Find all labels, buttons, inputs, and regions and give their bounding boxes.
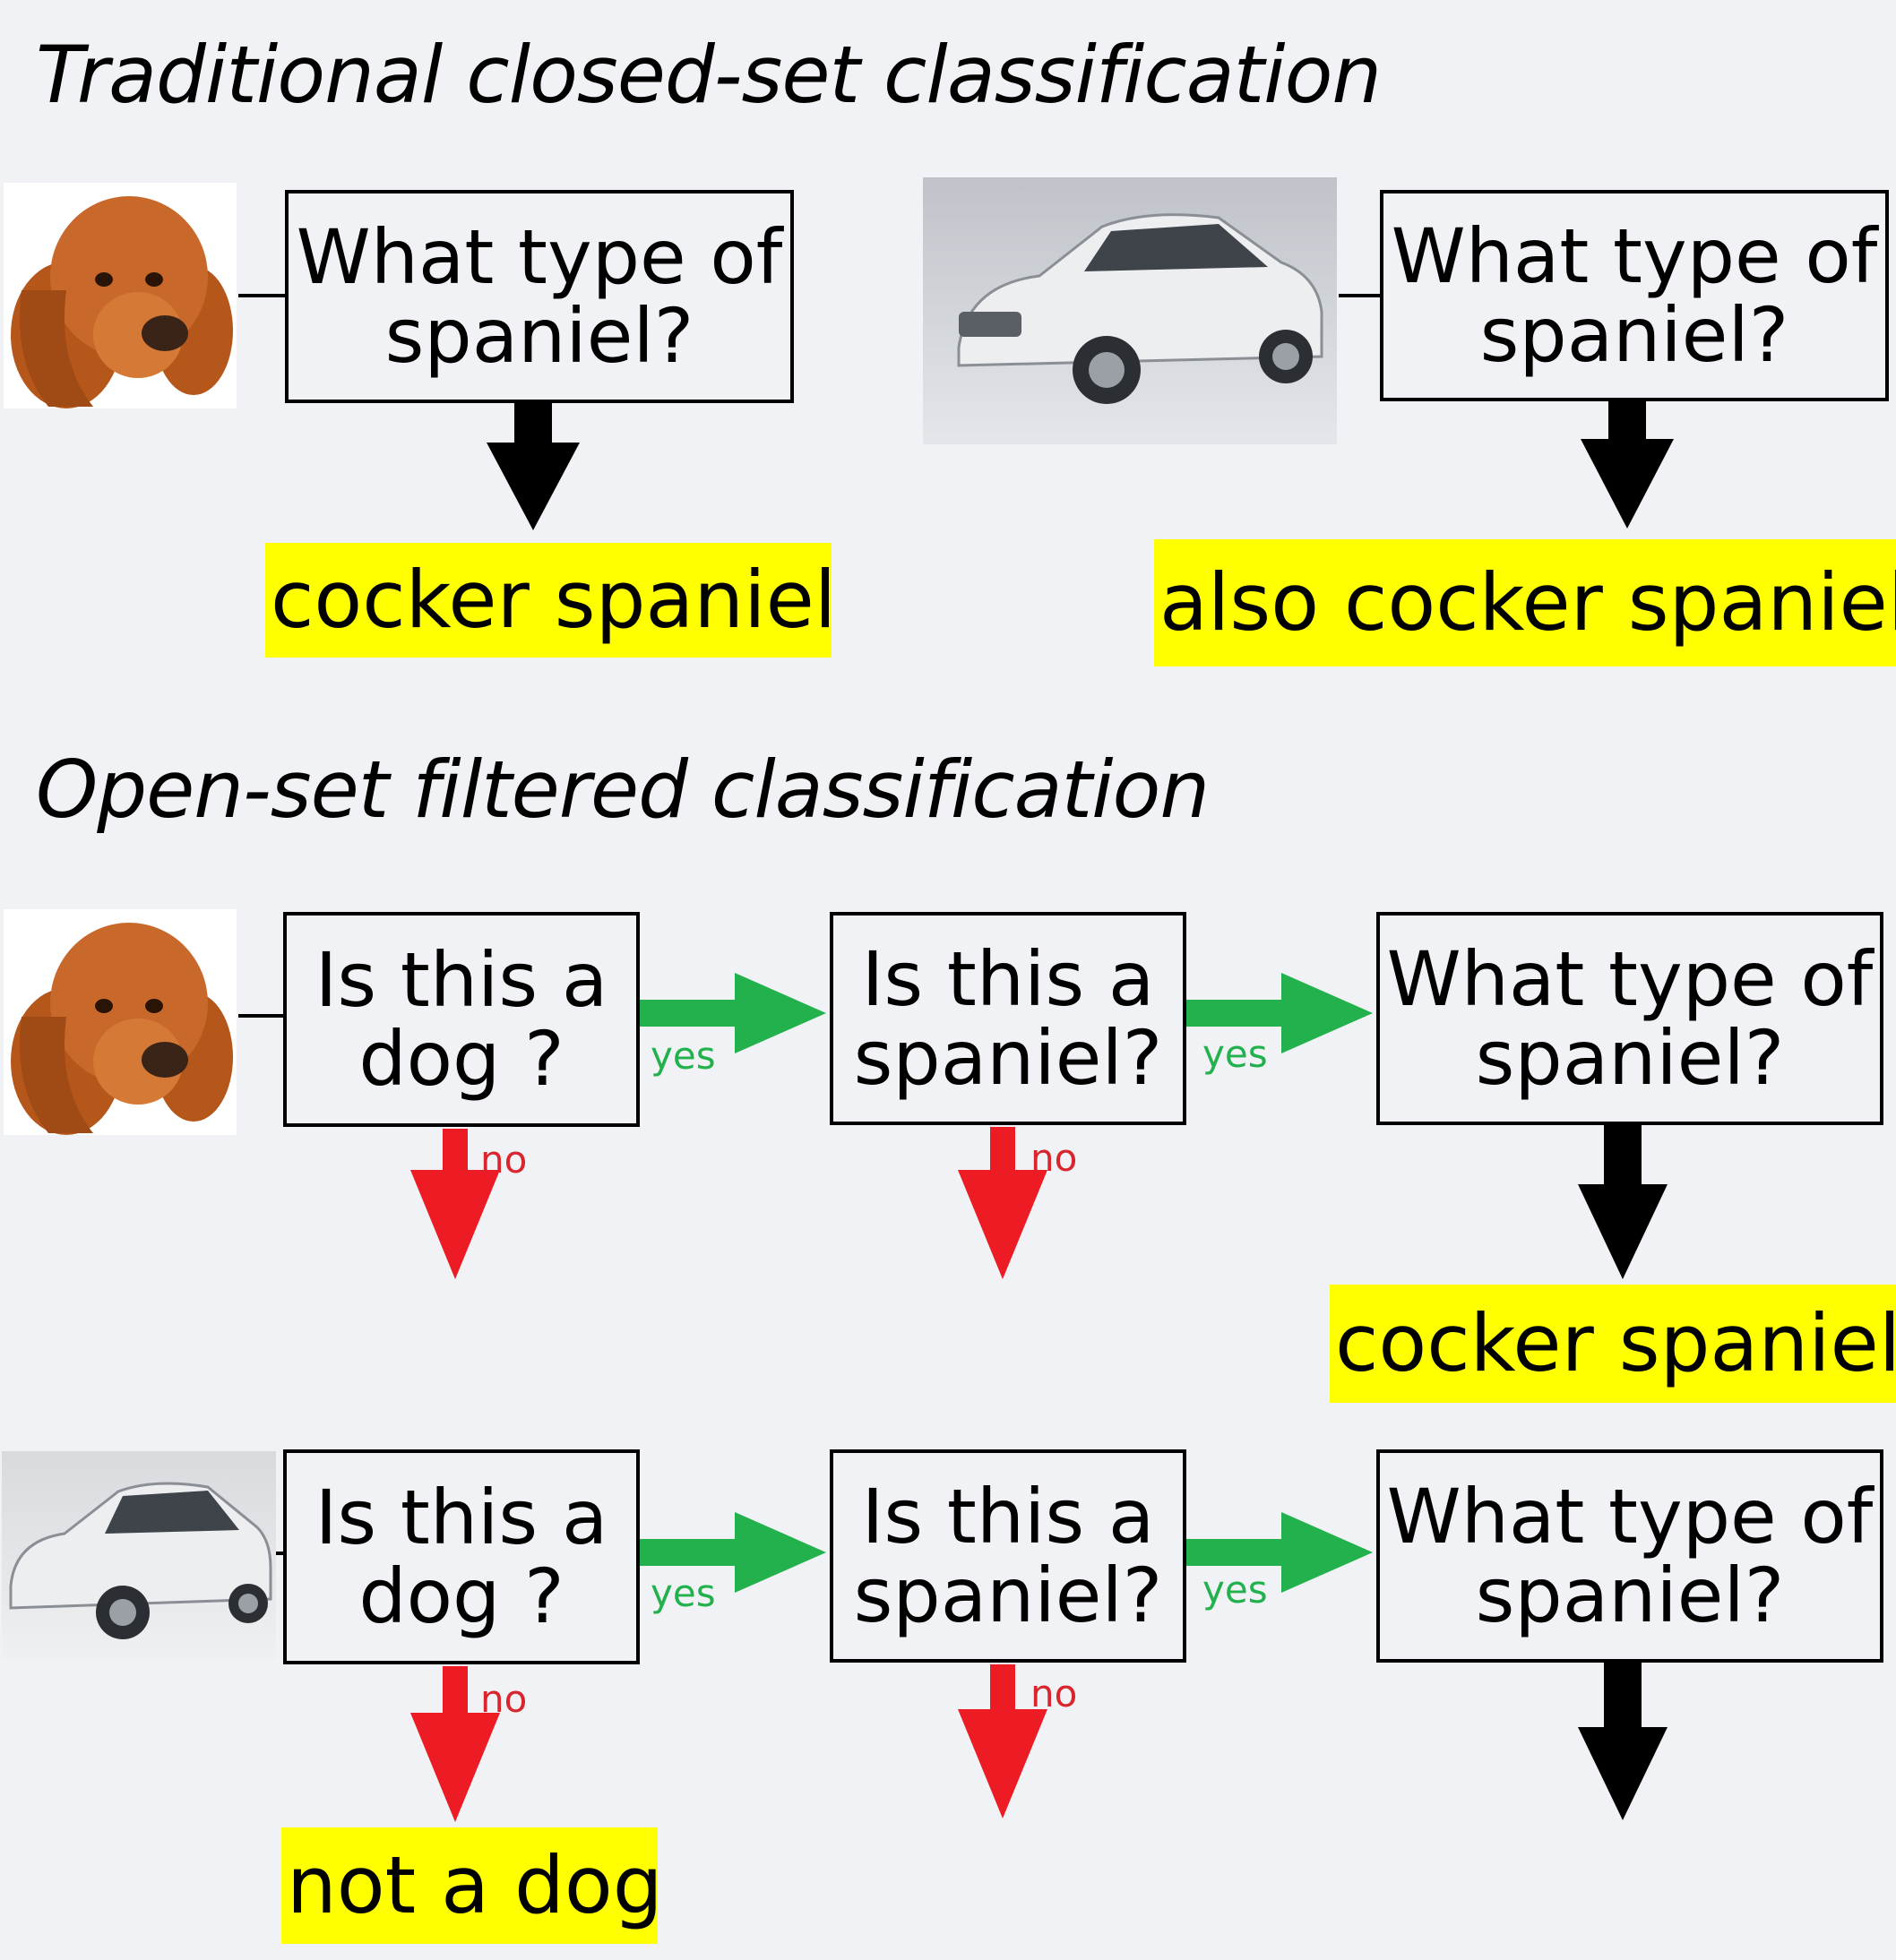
dog-row-q1-box: Is this a dog ? <box>283 912 640 1127</box>
yes-arrow <box>640 973 826 1053</box>
car-row-q3-box: What type of spaniel? <box>1376 1449 1883 1663</box>
question-line: Is this a <box>315 935 608 1024</box>
dog-row-result: cocker spaniel <box>1330 1285 1896 1403</box>
yes-label: yes <box>1202 1032 1268 1076</box>
down-arrow-black <box>1581 401 1674 529</box>
question-line: Is this a <box>861 1472 1155 1560</box>
question-line: spaniel? <box>853 1552 1163 1639</box>
no-label: no <box>480 1138 528 1182</box>
yes-arrow <box>1186 1512 1373 1593</box>
dog-row-q2-box: Is this a spaniel? <box>830 912 1186 1125</box>
open-set-title: Open-set filtered classification <box>36 744 1210 836</box>
question-line: spaniel? <box>1479 291 1789 379</box>
question-line: spaniel? <box>384 292 694 380</box>
no-arrow <box>410 1666 500 1822</box>
no-arrow <box>958 1127 1047 1279</box>
yes-label: yes <box>1202 1568 1268 1612</box>
question-line: dog ? <box>358 1552 564 1640</box>
car-row-q1-box: Is this a dog ? <box>283 1449 640 1664</box>
question-line: spaniel? <box>853 1014 1163 1102</box>
car-photo-top <box>923 177 1337 444</box>
question-line: Is this a <box>315 1473 608 1561</box>
yes-label: yes <box>651 1034 716 1078</box>
down-arrow-black <box>1578 1125 1668 1279</box>
no-label: no <box>1030 1136 1078 1180</box>
closed-set-title: Traditional closed-set classification <box>36 29 1382 121</box>
question-line: What type of <box>296 212 783 301</box>
question-line: What type of <box>1386 1472 1874 1560</box>
car-row-result: not a dog <box>281 1827 663 1944</box>
yes-arrow <box>640 1512 826 1593</box>
question-line: spaniel? <box>1475 1552 1785 1639</box>
car-row-q2-box: Is this a spaniel? <box>830 1449 1186 1663</box>
car-photo-bottom <box>2 1451 276 1659</box>
question-line: Is this a <box>861 934 1155 1023</box>
down-arrow-black <box>1578 1663 1668 1820</box>
closed-dog-question-box: What type of spaniel? <box>285 190 794 403</box>
dog-photo-top <box>4 183 237 408</box>
question-line: What type of <box>1391 211 1878 300</box>
no-arrow <box>958 1664 1047 1818</box>
closed-car-question-box: What type of spaniel? <box>1380 190 1889 401</box>
question-line: dog ? <box>358 1015 564 1103</box>
down-arrow-black <box>487 403 580 530</box>
no-arrow <box>410 1129 500 1279</box>
question-line: spaniel? <box>1475 1014 1785 1102</box>
closed-car-result: also cocker spaniel <box>1154 539 1896 666</box>
yes-arrow <box>1186 973 1373 1053</box>
closed-dog-result: cocker spaniel <box>265 543 836 658</box>
dog-row-q3-box: What type of spaniel? <box>1376 912 1883 1125</box>
no-label: no <box>480 1677 528 1721</box>
dog-photo-middle <box>4 909 237 1135</box>
question-line: What type of <box>1386 934 1874 1023</box>
no-label: no <box>1030 1672 1078 1715</box>
yes-label: yes <box>651 1571 716 1615</box>
